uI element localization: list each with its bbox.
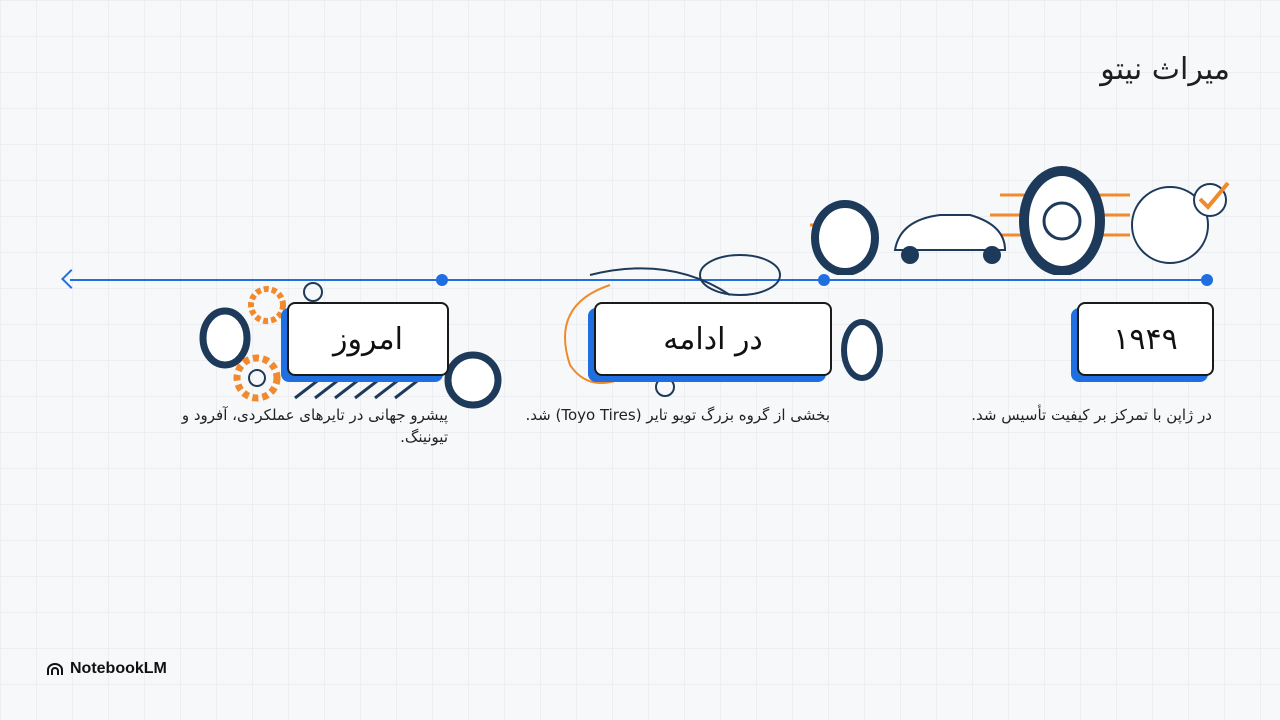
- tires-gears-illustration: [199, 282, 502, 409]
- timeline-dot: [818, 274, 830, 286]
- tire-swirl-illustration: [564, 254, 883, 397]
- tire-car-globe-illustration: [810, 166, 1230, 275]
- timeline-line: [70, 279, 1207, 281]
- event-label-1949: ۱۹۴۹: [1077, 302, 1214, 376]
- timeline-dot: [1201, 274, 1213, 286]
- event-description-today: پیشرو جهانی در تایرهای عملکردی، آفرود و …: [181, 406, 448, 446]
- slide-title: میراث نیتو: [1100, 52, 1230, 87]
- event-label-today: امروز: [287, 302, 449, 376]
- event-description-continuation: بخشی از گروه بزرگ تویو تایر (Toyo Tires)…: [525, 406, 830, 424]
- timeline-arrow-icon: [61, 269, 81, 289]
- event-description-1949: در ژاپن با تمرکز بر کیفیت تأسیس شد.: [971, 406, 1212, 424]
- notebooklm-logo: NotebookLM: [46, 660, 167, 678]
- notebooklm-logo-icon: [47, 663, 63, 675]
- timeline-dot: [436, 274, 448, 286]
- brand-name: NotebookLM: [70, 660, 167, 677]
- event-label-continuation: در ادامه: [594, 302, 832, 376]
